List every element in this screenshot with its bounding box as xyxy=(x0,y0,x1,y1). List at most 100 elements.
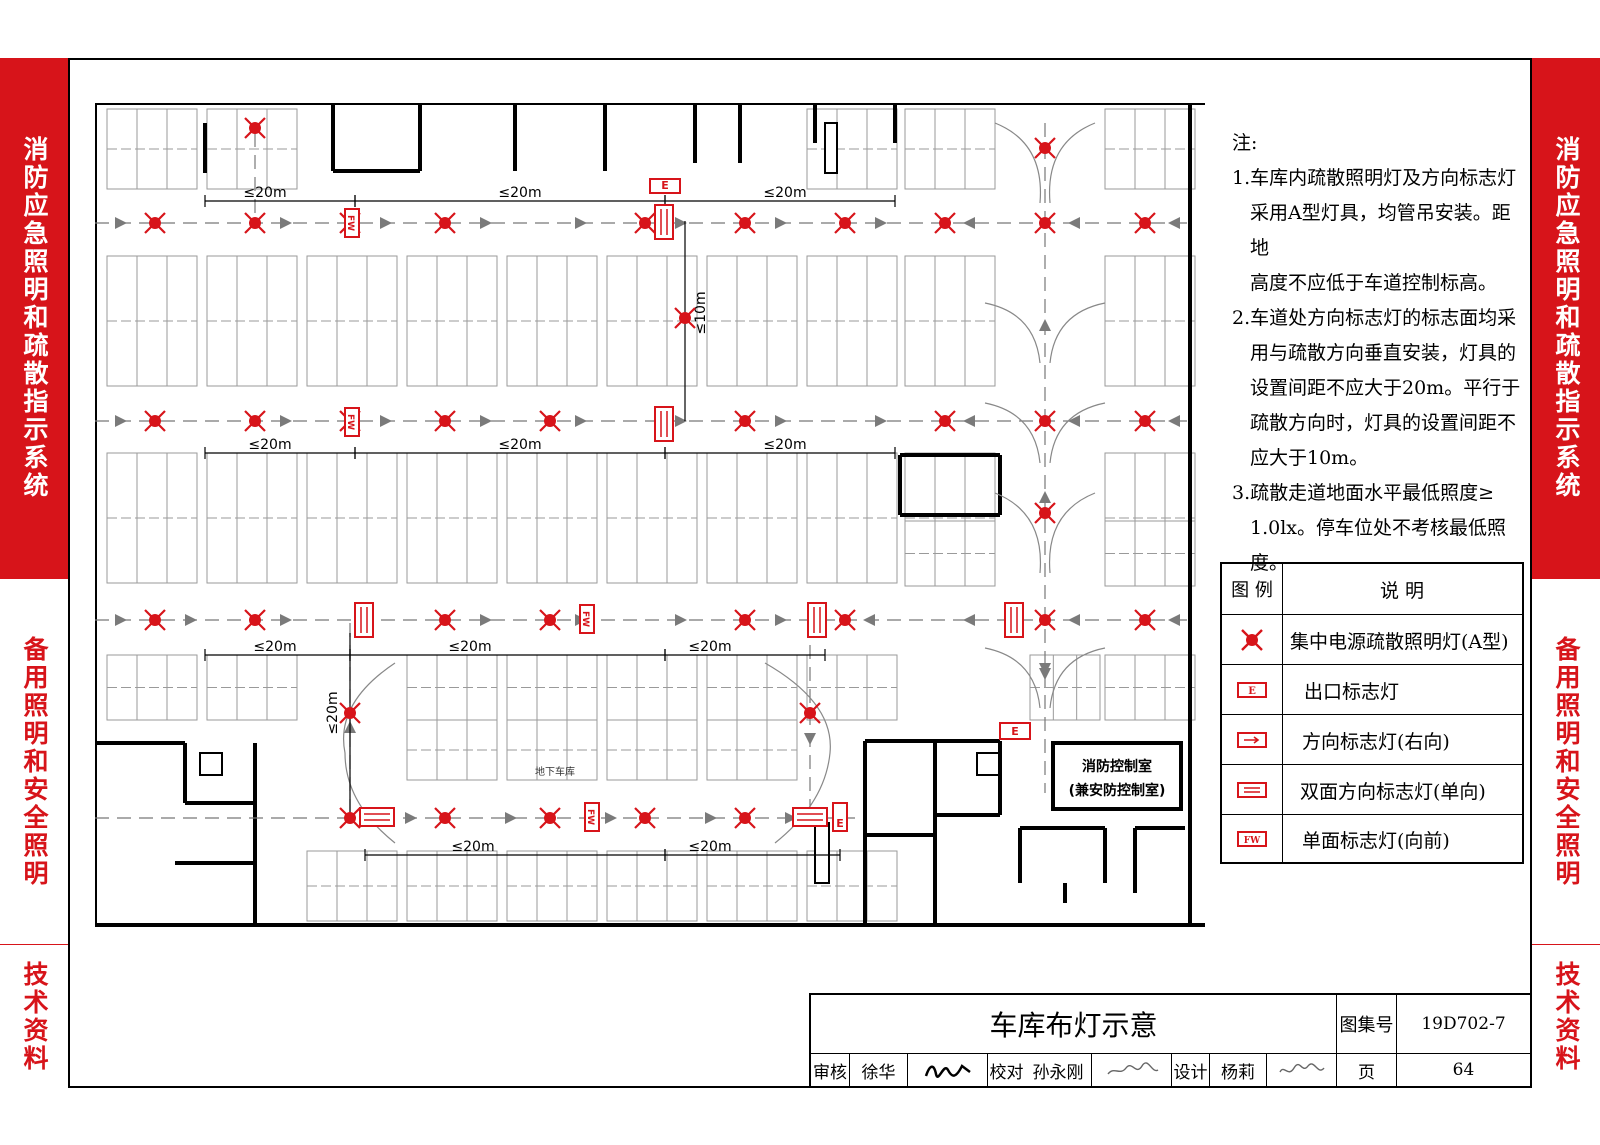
double-direction-sign xyxy=(660,209,668,235)
legend-label: 单面标志灯(向前) xyxy=(1302,829,1450,852)
note-line: 采用A型灯具，均管吊安装。距地 xyxy=(1250,202,1511,259)
route-curve xyxy=(984,402,1106,464)
atlas-label: 图集号 xyxy=(1336,995,1396,1053)
dimension-label: ≤20m xyxy=(688,839,731,855)
route-arrow xyxy=(380,217,392,229)
single-face-sign xyxy=(579,604,595,634)
notes: 注: 1.车库内疏散照明灯及方向标志灯 采用A型灯具，均管吊安装。距地 高度不应… xyxy=(1232,126,1522,581)
check-label: 校对 xyxy=(987,1053,1025,1086)
evacuation-light-marker xyxy=(674,307,696,329)
right-sidebar-section-1: 消防应急照明和疏散指示系统 xyxy=(1532,58,1600,578)
double-direction-sign xyxy=(1010,607,1018,633)
right-sidebar-label-3: 技术资料 xyxy=(1552,960,1581,1073)
dimension-label: ≤20m xyxy=(688,639,731,655)
single-face-sign: FW xyxy=(345,414,355,430)
route-arrow xyxy=(775,614,787,626)
evacuation-light-marker xyxy=(1134,410,1156,432)
single-face-sign xyxy=(344,208,360,238)
route-arrow xyxy=(480,415,492,427)
atlas-number: 19D702-7 xyxy=(1396,995,1530,1053)
exit-sign xyxy=(832,802,848,832)
evacuation-light-marker xyxy=(434,807,456,829)
evacuation-light-marker xyxy=(1034,609,1056,631)
route-arrow xyxy=(1068,217,1080,229)
left-sidebar-label-2: 备用照明和安全照明 xyxy=(20,635,49,888)
route-arrow xyxy=(963,217,975,229)
note-line: 2.车道处方向标志灯的标志面均采 xyxy=(1232,307,1517,329)
evacuation-light-marker xyxy=(144,212,166,234)
double-direction-sign xyxy=(807,602,827,638)
note-line: 用与疏散方向垂直安装，灯具的 xyxy=(1250,342,1517,364)
note-line: 1.车库内疏散照明灯及方向标志灯 xyxy=(1232,167,1517,189)
note-line: 设置间距不应大于20m。平行于 xyxy=(1250,377,1521,399)
route-arrow xyxy=(1068,614,1080,626)
right-sidebar-section-2: 备用照明和安全照明 xyxy=(1532,578,1600,944)
checker-name: 孙永刚 xyxy=(1025,1053,1091,1086)
review-label: 审核 xyxy=(811,1053,849,1086)
route-curve xyxy=(994,122,1096,204)
route-arrow xyxy=(480,614,492,626)
route-arrow xyxy=(280,614,292,626)
route-arrow xyxy=(1168,415,1180,427)
checker-signature xyxy=(1091,1053,1171,1086)
route-arrow xyxy=(675,415,687,427)
legend-label: 出口标志灯 xyxy=(1304,680,1400,703)
single-face-sign xyxy=(584,802,600,832)
evacuation-light-marker xyxy=(734,807,756,829)
route-arrow xyxy=(963,415,975,427)
evacuation-light-marker xyxy=(799,702,821,724)
legend-row: 集中电源疏散照明灯(A型) xyxy=(1222,614,1522,665)
route-arrow xyxy=(1168,217,1180,229)
evacuation-light-marker xyxy=(1034,410,1056,432)
single-face-sign-icon: FW xyxy=(1237,831,1267,847)
route-arrow xyxy=(605,812,617,824)
legend-row: FW 单面标志灯(向前) xyxy=(1222,814,1522,863)
route-arrow xyxy=(185,614,197,626)
centralized-evacuation-light-icon xyxy=(1241,629,1263,651)
route-curve xyxy=(984,302,1106,364)
core-element xyxy=(976,752,1000,776)
legend-row: 方向标志灯(右向) xyxy=(1222,714,1522,765)
fire-control-room xyxy=(1051,741,1183,811)
core-element xyxy=(199,752,223,776)
double-direction-sign xyxy=(813,607,821,633)
legend-label: 集中电源疏散照明灯(A型) xyxy=(1290,630,1509,653)
dimension-label: ≤10m xyxy=(693,291,709,334)
dimension-label: ≤20m xyxy=(763,185,806,201)
room-label-security: (兼安防控制室) xyxy=(1069,782,1166,799)
legend-header: 图 例 说 明 xyxy=(1222,564,1522,614)
single-face-sign: FW xyxy=(580,611,590,627)
route-arrow xyxy=(1039,668,1051,680)
evacuation-light-marker xyxy=(634,807,656,829)
room-label-garage: 地下车库 xyxy=(535,765,575,778)
dimension-label: ≤20m xyxy=(451,839,494,855)
reviewer-signature xyxy=(907,1053,987,1086)
drawing-title: 车库布灯示意 xyxy=(989,1009,1158,1042)
evacuation-light-marker xyxy=(144,609,166,631)
evacuation-light-marker xyxy=(434,609,456,631)
left-sidebar-label-3: 技术资料 xyxy=(20,960,49,1073)
evacuation-light-marker xyxy=(539,609,561,631)
note-line: 1.0lx。停车位处不考核最低照 xyxy=(1250,517,1507,539)
route-arrow xyxy=(575,217,587,229)
route-arrow xyxy=(675,217,687,229)
route-arrow xyxy=(505,812,517,824)
parking-stalls xyxy=(106,108,1196,922)
route-arrow xyxy=(1168,614,1180,626)
dimension-label: ≤20m xyxy=(325,691,341,734)
exit-sign: E xyxy=(836,817,844,830)
note-line: 3.疏散走道地面水平最低照度≥ xyxy=(1232,482,1495,504)
spacing-dimensions: ≤20m≤20m≤20m≤20m≤20m≤20m≤20m≤20m≤20m≤20m… xyxy=(204,185,896,861)
route-arrow xyxy=(1039,319,1051,331)
evacuation-light-marker xyxy=(734,609,756,631)
route-arrow xyxy=(785,812,797,824)
route-arrow xyxy=(775,217,787,229)
design-label: 设计 xyxy=(1171,1053,1209,1086)
svg-text:FW: FW xyxy=(1244,836,1261,846)
legend-label: 双面方向标志灯(单向) xyxy=(1300,780,1486,803)
route-arrow xyxy=(675,614,687,626)
direction-sign-right-icon xyxy=(1237,732,1267,748)
evacuation-light-marker xyxy=(244,410,266,432)
evacuation-light-marker xyxy=(339,807,361,829)
